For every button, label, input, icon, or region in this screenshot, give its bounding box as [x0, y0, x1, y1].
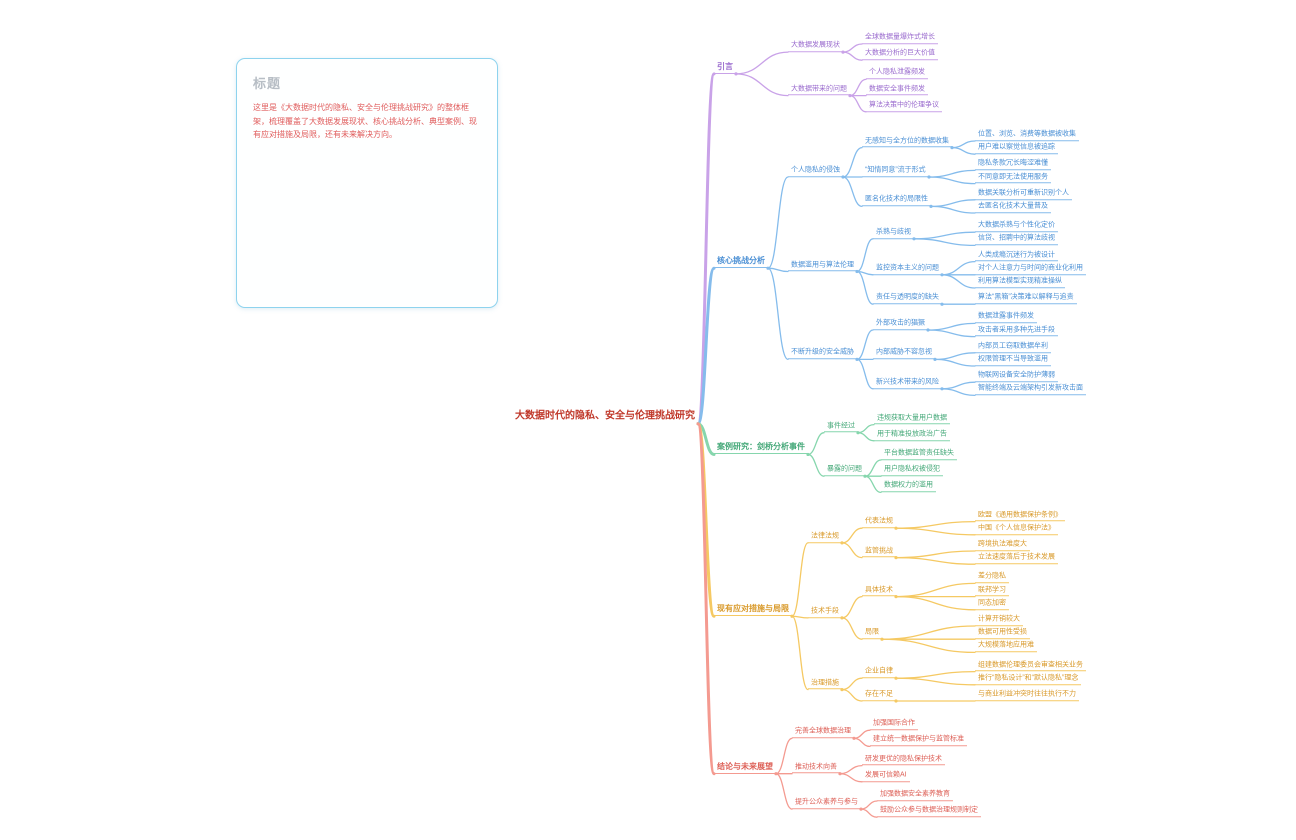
- mindmap-node[interactable]: 位置、浏览、消费等数据被收集: [975, 129, 1079, 141]
- mindmap-node[interactable]: 攻击者采用多种先进手段: [975, 325, 1058, 337]
- mindmap-node[interactable]: 建立统一数据保护与监管标准: [870, 735, 967, 747]
- mindmap-node[interactable]: 杀熟与歧视: [873, 227, 914, 239]
- mindmap-node[interactable]: 监管挑战: [862, 546, 896, 558]
- mindmap-node[interactable]: 平台数据监管责任缺失: [881, 448, 957, 460]
- mindmap-node[interactable]: 大数据杀熟与个性化定价: [975, 220, 1058, 233]
- mindmap-node[interactable]: 不断升级的安全威胁: [788, 348, 857, 360]
- mindmap-node[interactable]: 外部攻击的猖獗: [873, 318, 928, 330]
- mindmap-node[interactable]: 局限: [862, 627, 882, 640]
- mindmap-node[interactable]: 具体技术: [862, 585, 896, 597]
- mindmap-node[interactable]: 匿名化技术的局限性: [862, 195, 931, 207]
- mindmap-node[interactable]: 暴露的问题: [824, 464, 865, 477]
- mindmap-node[interactable]: 加强数据安全素养教育: [877, 789, 953, 801]
- mindmap-node[interactable]: 全球数据量爆炸式增长: [862, 32, 938, 44]
- mindmap-node[interactable]: 核心挑战分析: [714, 255, 768, 269]
- mindmap-node[interactable]: 内部员工窃取数据牟利: [975, 341, 1051, 353]
- mindmap-node[interactable]: 用于精准投放政治广告: [874, 429, 950, 441]
- mindmap-node[interactable]: 治理措施: [808, 678, 842, 690]
- mindmap-node[interactable]: 算法决策中的伦理争议: [866, 100, 942, 112]
- mindmap-node[interactable]: 案例研究：剑桥分析事件: [714, 441, 808, 455]
- mindmap-node[interactable]: 物联网设备安全防护薄弱: [975, 370, 1058, 383]
- mindmap-node[interactable]: 数据权力的滥用: [881, 481, 936, 493]
- mindmap-node[interactable]: 隐私条款冗长晦涩难懂: [975, 159, 1051, 171]
- mindmap-node[interactable]: 去匿名化技术大量普及: [975, 201, 1051, 213]
- mindmap-node[interactable]: 个人隐私的侵蚀: [788, 165, 843, 177]
- mindmap-node[interactable]: 结论与未来展望: [714, 761, 776, 774]
- mindmap-node[interactable]: 数据泄露事件频发: [975, 312, 1037, 324]
- mindmap-node[interactable]: 大数据带来的问题: [788, 84, 850, 96]
- mindmap-node[interactable]: 大数据分析的巨大价值: [862, 48, 938, 61]
- mindmap-node[interactable]: 无感知与全方位的数据收集: [862, 136, 952, 148]
- mindmap-node[interactable]: 新兴技术带来的风险: [873, 377, 942, 389]
- mindmap-node[interactable]: 中国《个人信息保护法》: [975, 523, 1058, 535]
- mindmap-node[interactable]: 差分隐私: [975, 572, 1009, 584]
- note-content: 这里是《大数据时代的隐私、安全与伦理挑战研究》的整体框架，梳理覆盖了大数据发展现…: [253, 103, 477, 140]
- mindmap-node[interactable]: 利用算法模型实现精准操纵: [975, 276, 1065, 288]
- mindmap-node[interactable]: 人类成瘾沉迷行为被设计: [975, 250, 1058, 262]
- mindmap-node[interactable]: 组建数据伦理委员会审查相关业务: [975, 660, 1086, 672]
- mindmap-node[interactable]: 鼓励公众参与数据治理规则制定: [877, 805, 981, 818]
- mindmap-node[interactable]: 与商业利益冲突时往往执行不力: [975, 689, 1079, 701]
- mindmap-node[interactable]: 用户难以察觉信息被追踪: [975, 142, 1058, 155]
- mindmap-node[interactable]: 大规模落地应用难: [975, 641, 1037, 653]
- mindmap-node[interactable]: 企业自律: [862, 666, 896, 679]
- mindmap-node[interactable]: 大数据发展现状: [788, 40, 843, 53]
- mindmap-node[interactable]: 完善全球数据治理: [792, 727, 854, 739]
- mindmap-node[interactable]: 计算开销较大: [975, 614, 1023, 626]
- mindmap-node[interactable]: 违规获取大量用户数据: [874, 413, 950, 425]
- mindmap-node[interactable]: 数据滥用与算法伦理: [788, 260, 857, 272]
- mindmap-node[interactable]: 对个人注意力与时间的商业化利用: [975, 263, 1086, 275]
- mindmap-node[interactable]: 个人隐私泄露频发: [866, 68, 928, 80]
- mindmap-node[interactable]: 数据可用性受损: [975, 627, 1030, 640]
- note-box[interactable]: 标题 这里是《大数据时代的隐私、安全与伦理挑战研究》的整体框架，梳理覆盖了大数据…: [236, 58, 498, 308]
- mindmap-node[interactable]: 引言: [714, 61, 736, 74]
- mindmap-node[interactable]: 权限管理不当导致滥用: [975, 354, 1051, 366]
- mindmap-node[interactable]: 推动技术向善: [792, 762, 840, 774]
- mindmap-node[interactable]: 智能终端及云端架构引发新攻击面: [975, 384, 1086, 396]
- mindmap-node[interactable]: 现有应对措施与局限: [714, 603, 792, 617]
- mindmap-node[interactable]: 研发更优的隐私保护技术: [862, 754, 945, 766]
- mindmap-node[interactable]: 加强国际合作: [870, 718, 918, 731]
- mindmap-node[interactable]: 跨境执法难度大: [975, 539, 1030, 551]
- mindmap-node[interactable]: 发展可信赖AI: [862, 770, 910, 782]
- mindmap-node[interactable]: 监控资本主义的问题: [873, 263, 942, 275]
- note-title: 标题: [253, 76, 282, 91]
- mindmap-node[interactable]: 数据安全事件频发: [866, 84, 928, 96]
- mindmap-node[interactable]: 算法“黑箱”决策难以解释与追责: [975, 292, 1077, 305]
- mindmap-node[interactable]: 代表法规: [862, 516, 896, 529]
- mindmap-node[interactable]: 不同意即无法使用服务: [975, 172, 1051, 184]
- mindmap-node[interactable]: 责任与透明度的缺失: [873, 292, 942, 305]
- mindmap-node[interactable]: 事件经过: [824, 421, 858, 433]
- mindmap-node[interactable]: 技术手段: [808, 606, 842, 618]
- mindmap-node[interactable]: 欧盟《通用数据保护条例》: [975, 510, 1065, 522]
- mindmap-root-topic[interactable]: 大数据时代的隐私、安全与伦理挑战研究: [515, 410, 695, 422]
- mindmap-node[interactable]: 用户隐私权被侵犯: [881, 464, 943, 477]
- mindmap-node[interactable]: 数据关联分析可重新识别个人: [975, 188, 1072, 200]
- mindmap-node[interactable]: 信贷、招聘中的算法歧视: [975, 234, 1058, 246]
- mindmap-node[interactable]: “知情同意”流于形式: [862, 165, 929, 177]
- mindmap-node[interactable]: 推行“隐私设计”和“默认隐私”理念: [975, 673, 1082, 685]
- mindmap-node[interactable]: 存在不足: [862, 689, 896, 701]
- mindmap-node[interactable]: 联邦学习: [975, 585, 1009, 597]
- mindmap-node[interactable]: 立法速度落后于技术发展: [975, 552, 1058, 565]
- mindmap-node[interactable]: 同态加密: [975, 598, 1009, 610]
- mindmap-node[interactable]: 内部威胁不容忽视: [873, 348, 935, 360]
- mindmap-node[interactable]: 法律法规: [808, 531, 842, 543]
- mindmap-node[interactable]: 提升公众素养与参与: [792, 797, 861, 810]
